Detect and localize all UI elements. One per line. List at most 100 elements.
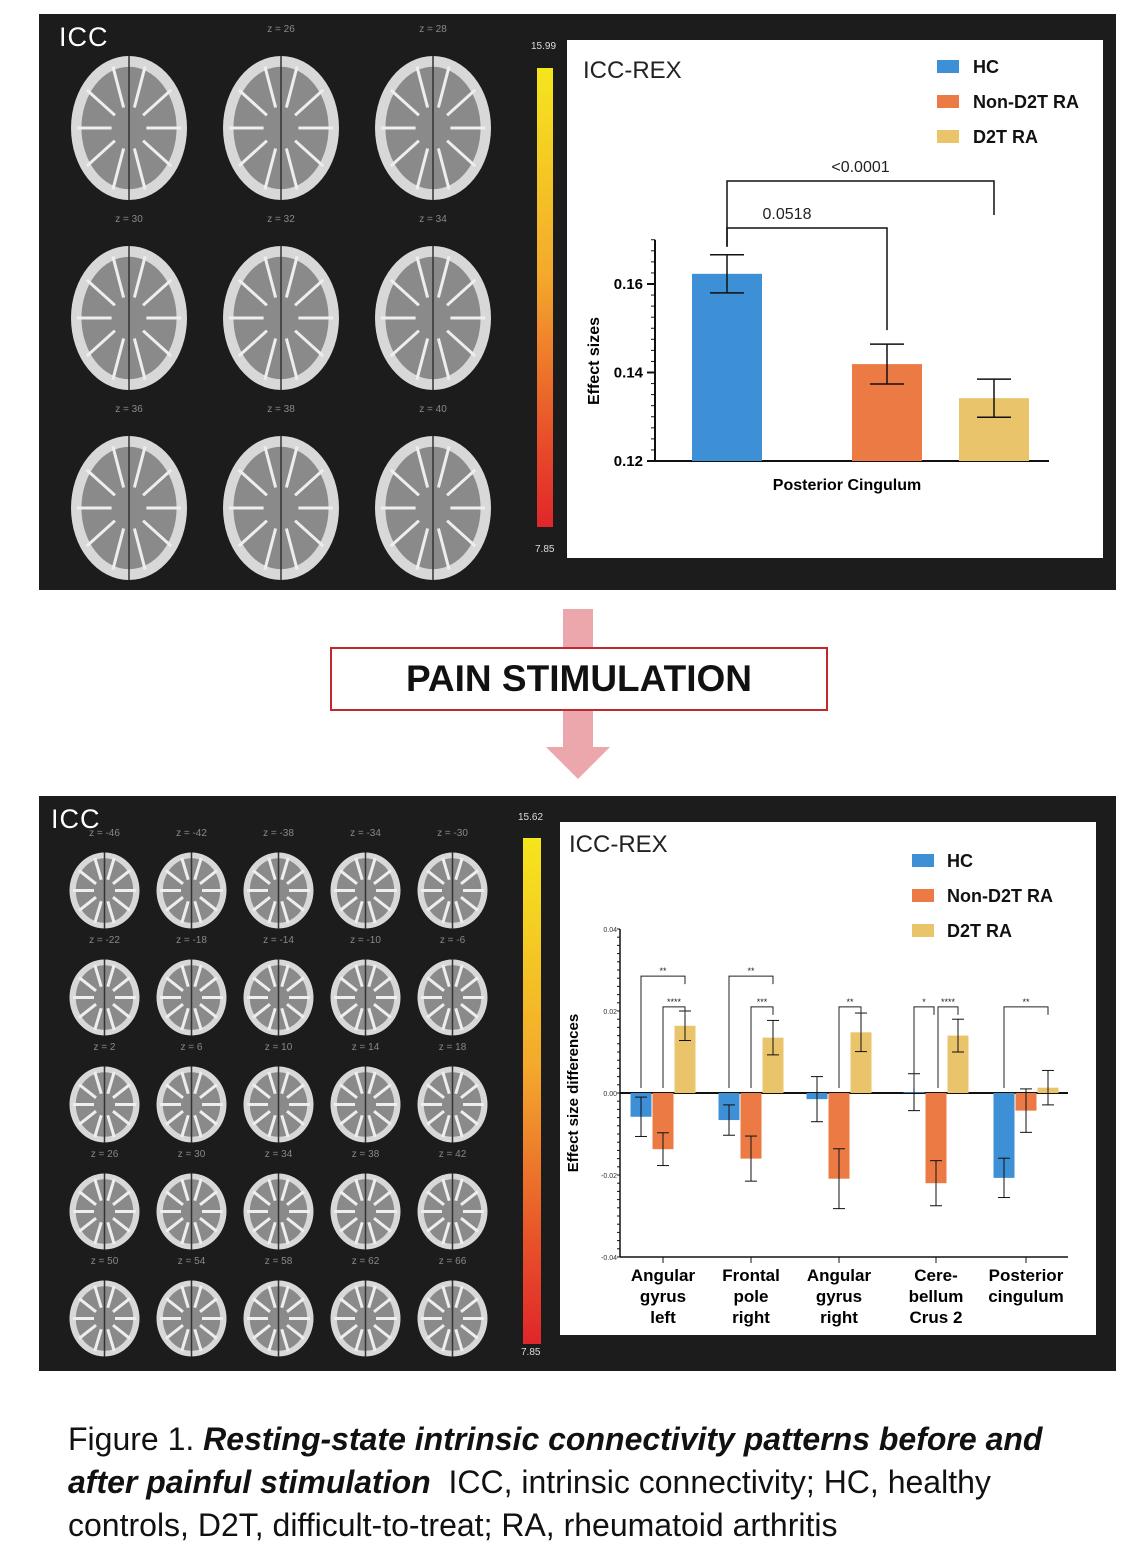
- brain-image: [71, 56, 187, 200]
- x-category-label: Cere-: [914, 1266, 957, 1285]
- white-matter: [446, 88, 477, 117]
- white-matter: [460, 1324, 479, 1340]
- white-matter: [280, 1328, 290, 1352]
- white-matter: [454, 1114, 464, 1138]
- bar-non-d2t-ra: [652, 1093, 674, 1150]
- white-matter: [111, 528, 126, 571]
- white-matter: [426, 1003, 445, 1019]
- white-matter: [441, 1007, 451, 1031]
- white-matter: [85, 329, 116, 358]
- white-matter: [93, 857, 103, 881]
- white-matter: [267, 1328, 277, 1352]
- white-matter: [237, 468, 268, 497]
- white-matter: [460, 976, 479, 992]
- white-matter: [280, 1285, 290, 1309]
- white-matter: [426, 1297, 445, 1313]
- white-matter: [454, 857, 464, 881]
- white-matter: [339, 1083, 358, 1099]
- white-matter: [280, 1221, 290, 1245]
- x-category-label: right: [732, 1308, 770, 1327]
- white-matter: [354, 1178, 364, 1202]
- white-matter: [367, 857, 377, 881]
- white-matter: [389, 468, 420, 497]
- white-matter: [294, 278, 325, 307]
- colorbar-min: 7.85: [535, 544, 555, 555]
- white-matter: [286, 1083, 305, 1099]
- slice-z-label: z = 36: [115, 404, 143, 415]
- slice-z-label: z = -10: [350, 935, 381, 946]
- brain-slice: z = 30: [53, 214, 205, 404]
- white-matter: [106, 1328, 116, 1352]
- brain-slice: z = -38: [235, 828, 322, 935]
- y-tick-label: 0.00: [603, 1091, 617, 1098]
- white-matter: [339, 869, 358, 885]
- white-matter: [415, 338, 430, 381]
- white-matter: [367, 1178, 377, 1202]
- brain-image: [243, 959, 314, 1036]
- slice-z-label: z = 10: [264, 1042, 293, 1053]
- brain-slice: z = 18: [409, 1042, 496, 1149]
- white-matter: [389, 329, 420, 358]
- colorbar-max: 15.62: [518, 812, 544, 823]
- white-matter: [367, 1071, 377, 1095]
- white-matter: [373, 1217, 392, 1233]
- slice-z-label: z = -38: [263, 828, 294, 839]
- significance-stars: **: [659, 966, 667, 976]
- white-matter: [286, 1190, 305, 1206]
- brain-image: [69, 1066, 140, 1143]
- white-matter: [339, 1217, 358, 1233]
- white-matter: [78, 976, 97, 992]
- white-matter: [180, 1114, 190, 1138]
- white-matter: [132, 65, 147, 108]
- white-matter: [373, 976, 392, 992]
- white-matter: [85, 139, 116, 168]
- white-matter: [165, 1083, 184, 1099]
- white-matter: [263, 65, 278, 108]
- x-category-label: pole: [734, 1287, 769, 1306]
- brain-image: [156, 852, 227, 929]
- white-matter: [263, 528, 278, 571]
- x-category-label: bellum: [909, 1287, 964, 1306]
- white-matter: [284, 255, 299, 298]
- white-matter: [373, 896, 392, 912]
- significance-stars: ***: [757, 997, 768, 1007]
- y-tick-label: 0.14: [614, 365, 644, 382]
- white-matter: [112, 1324, 131, 1340]
- slice-z-label: z = 54: [177, 1256, 206, 1267]
- white-matter: [339, 1003, 358, 1019]
- x-category-label: Posterior Cingulum: [773, 477, 921, 494]
- white-matter: [199, 869, 218, 885]
- white-matter: [426, 1110, 445, 1126]
- bar-d2t-ra: [674, 1025, 696, 1093]
- white-matter: [267, 1114, 277, 1138]
- brain-image: [330, 1280, 401, 1357]
- chart-title: ICC-REX: [569, 831, 668, 858]
- white-matter: [436, 338, 451, 381]
- white-matter: [263, 338, 278, 381]
- white-matter: [93, 900, 103, 924]
- white-matter: [415, 445, 430, 488]
- white-matter: [286, 1003, 305, 1019]
- white-matter: [367, 1221, 377, 1245]
- white-matter: [112, 976, 131, 992]
- white-matter: [441, 1328, 451, 1352]
- significance-bracket: [937, 1006, 959, 1088]
- white-matter: [142, 278, 173, 307]
- white-matter: [354, 1221, 364, 1245]
- slice-z-label: z = 38: [351, 1149, 380, 1160]
- brain-image: [156, 1173, 227, 1250]
- brain-slice: z = -30: [409, 828, 496, 935]
- brain-slice: z = 62: [322, 1256, 409, 1363]
- white-matter: [165, 1217, 184, 1233]
- white-matter: [93, 1221, 103, 1245]
- colorbar-max: 15.99: [531, 41, 557, 52]
- brain-image: [417, 959, 488, 1036]
- x-category-label: gyrus: [816, 1287, 862, 1306]
- significance-bracket: [728, 975, 774, 1088]
- colorbar: [523, 838, 541, 1344]
- white-matter: [111, 65, 126, 108]
- white-matter: [280, 964, 290, 988]
- white-matter: [373, 1110, 392, 1126]
- slice-z-label: z = 50: [90, 1256, 119, 1267]
